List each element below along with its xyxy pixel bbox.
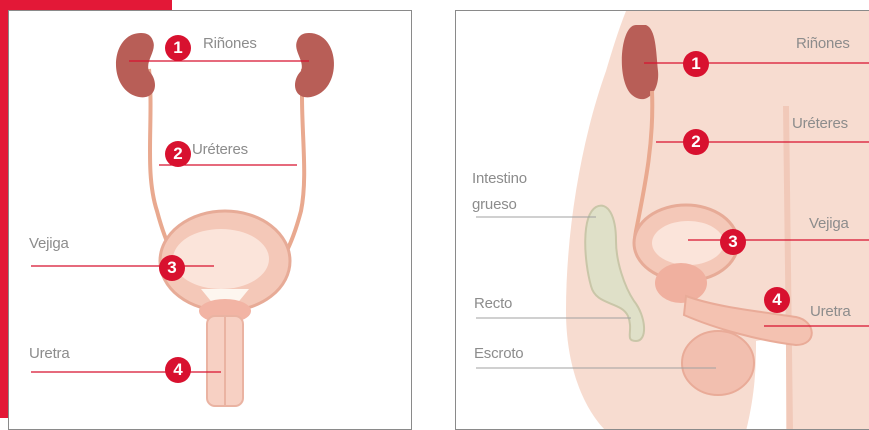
kidney-side [622, 25, 658, 99]
prostate-side [655, 263, 707, 303]
accent-bar-top [0, 0, 172, 10]
badge-3-r: 3 [720, 229, 746, 255]
badge-1: 1 [165, 35, 191, 61]
label-kidneys: Riñones [203, 35, 257, 52]
badge-4-r: 4 [764, 287, 790, 313]
sagittal-anatomy-illustration [456, 11, 869, 430]
label-ureters: Uréteres [192, 141, 248, 158]
badge-2-r: 2 [683, 129, 709, 155]
frontal-view-panel: 1 Riñones 2 Uréteres Vejiga 3 Uretra 4 [8, 10, 412, 430]
label-ureters-r: Uréteres [792, 115, 848, 132]
right-kidney [295, 33, 334, 97]
sagittal-view-panel: 1 Riñones 2 Uréteres Intestino grueso 3 … [455, 10, 869, 430]
label-urethra: Uretra [29, 345, 69, 362]
badge-2: 2 [165, 141, 191, 167]
bladder-inner [173, 229, 269, 289]
back-edge [786, 106, 790, 430]
label-large-intestine: Intestino grueso [472, 166, 562, 218]
label-kidneys-r: Riñones [796, 35, 850, 52]
bladder-side-inner [652, 221, 724, 265]
label-scrotum: Escroto [474, 345, 523, 362]
label-rectum: Recto [474, 295, 512, 312]
label-bladder: Vejiga [29, 235, 69, 252]
label-urethra-r: Uretra [810, 303, 850, 320]
badge-1-r: 1 [683, 51, 709, 77]
label-bladder-r: Vejiga [809, 215, 849, 232]
scrotum-shape [682, 331, 754, 395]
badge-4: 4 [165, 357, 191, 383]
badge-3: 3 [159, 255, 185, 281]
frontal-anatomy-illustration [9, 11, 412, 430]
left-kidney [116, 33, 155, 97]
